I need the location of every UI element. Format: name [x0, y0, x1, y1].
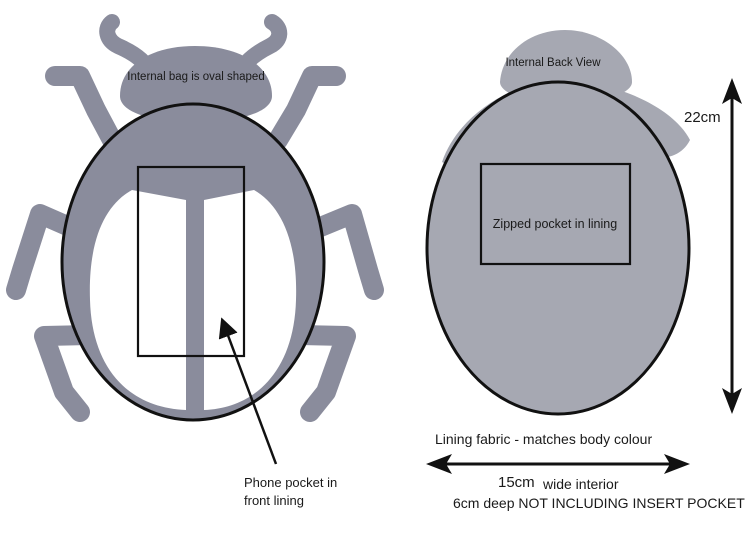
back-view: Internal Back View Zipped pocket in lini… [425, 30, 745, 511]
back-title: Internal Back View [505, 57, 601, 69]
phone-pocket-label-line1: Phone pocket in [244, 475, 337, 490]
zipped-pocket-label: Zipped pocket in lining [493, 217, 617, 231]
depth-label: 6cm deep NOT INCLUDING INSERT POCKET [453, 495, 745, 511]
phone-pocket-rect [136, 165, 246, 358]
lining-label: Lining fabric - matches body colour [435, 431, 652, 447]
front-top-label: Internal bag is oval shaped [127, 71, 264, 83]
front-oval-outline [60, 102, 326, 422]
height-arrow-top [722, 78, 742, 104]
width-suffix: wide interior [542, 476, 619, 492]
front-view: Internal bag is oval shaped Phone pocket… [6, 14, 384, 508]
zipped-pocket-rect [479, 162, 632, 266]
width-arrow-left [426, 454, 452, 474]
phone-pocket-label-line2: front lining [244, 493, 304, 508]
height-arrow-bottom [722, 388, 742, 414]
width-value: 15cm [498, 474, 535, 491]
height-label: 22cm [684, 109, 721, 126]
width-arrow-right [664, 454, 690, 474]
phone-pocket-arrow [218, 317, 278, 465]
back-oval [425, 80, 691, 416]
